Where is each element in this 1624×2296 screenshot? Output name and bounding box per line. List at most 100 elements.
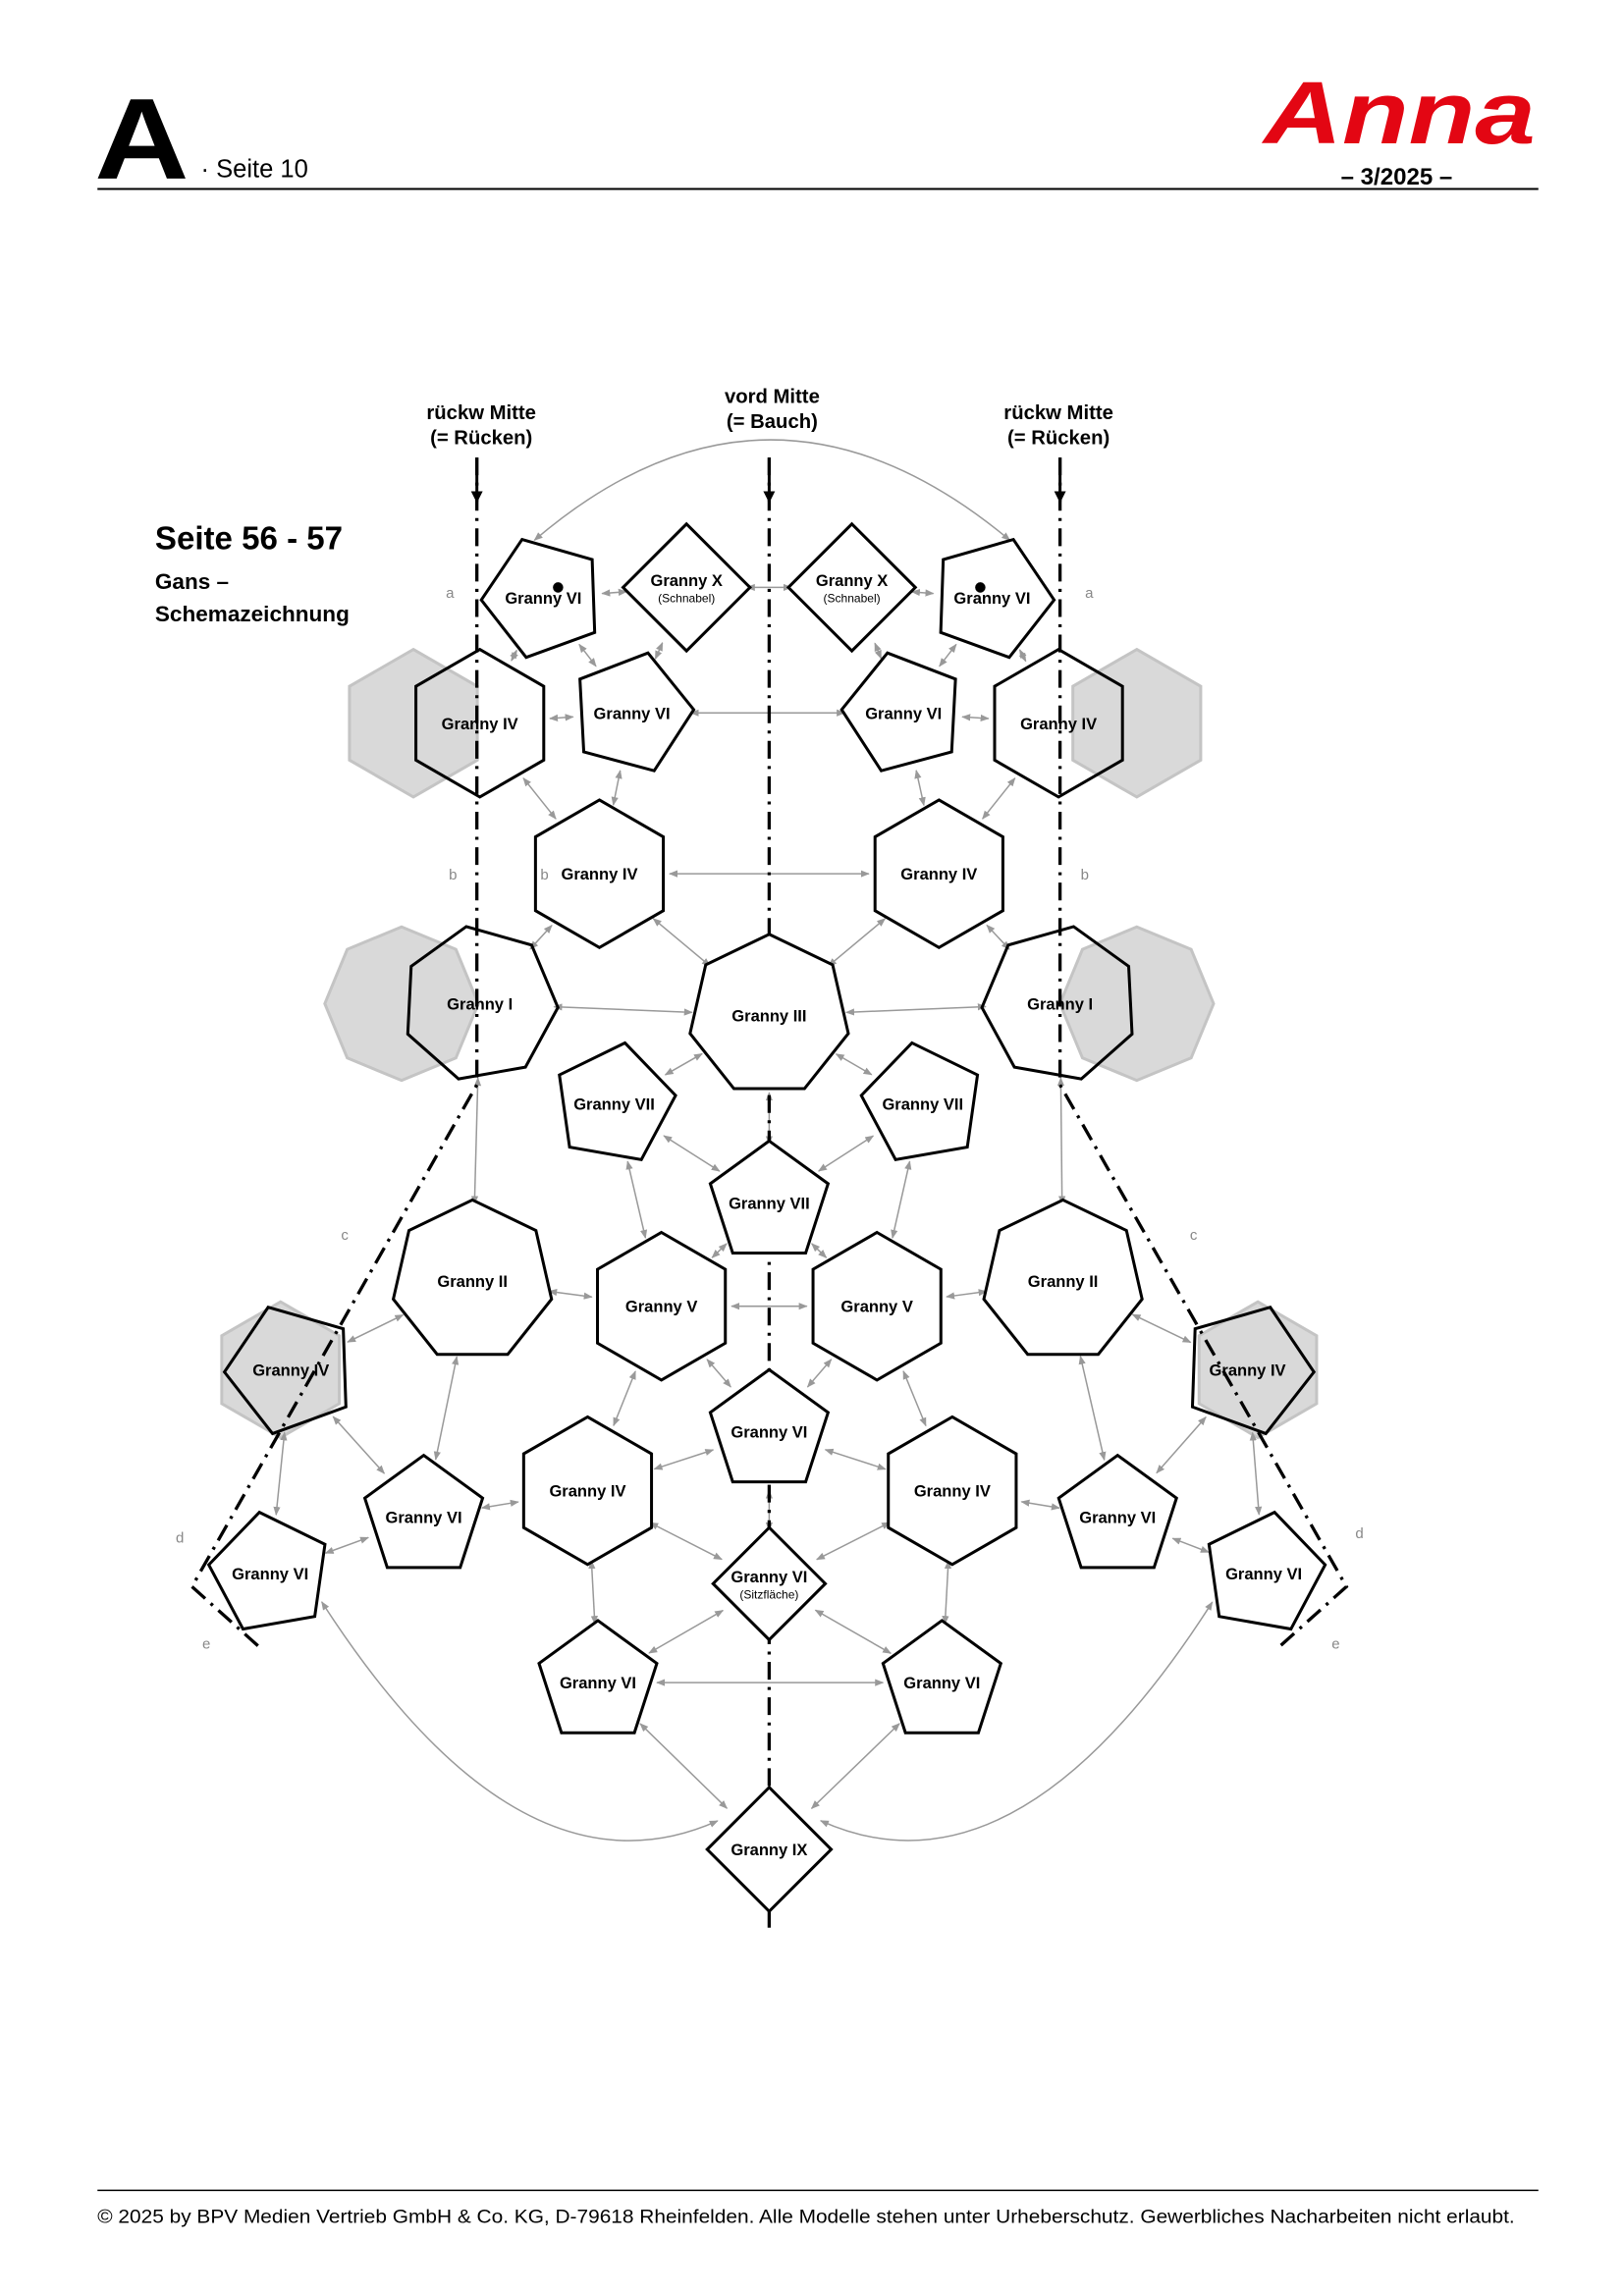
granny-square-node: Granny VI [708, 1367, 831, 1484]
marker-b: b [540, 867, 548, 883]
node-sublabel: (Schnabel) [824, 591, 881, 605]
granny-square-node: Granny VI [206, 1510, 327, 1631]
connector-arrow [1056, 1077, 1066, 1205]
granny-square-node: Granny V [811, 1230, 943, 1382]
node-label: Granny IV [561, 865, 637, 883]
connector-arrow [611, 770, 623, 806]
connector-arrow [835, 1053, 873, 1076]
shadow-shape [1071, 647, 1203, 799]
connector-arrow [1156, 1415, 1207, 1474]
node-label: Granny VI [560, 1674, 636, 1692]
connector-arrow [664, 1052, 703, 1076]
connector-arrow [942, 1560, 952, 1626]
node-label: Granny VI [232, 1565, 308, 1583]
connector-arrow [652, 918, 711, 967]
node-shape [206, 1510, 327, 1631]
connector-arrow [639, 1723, 729, 1809]
center-guide-line [1057, 457, 1349, 1652]
connector-arrow [653, 1449, 715, 1470]
node-shape [537, 1619, 659, 1735]
connector-arrow [347, 1313, 405, 1343]
marker-c: c [341, 1227, 349, 1244]
axis-center-l1: vord Mitte [725, 386, 820, 407]
connector-arrow [273, 1431, 288, 1517]
connector-arrow [654, 641, 664, 661]
node-label: Granny VI [386, 1509, 462, 1527]
node-shape [558, 1041, 677, 1162]
axis-right-l2: (= Rücken) [1007, 428, 1110, 450]
node-shape [1190, 1305, 1317, 1436]
connector-arrow [588, 1560, 598, 1626]
node-label: Granny IV [900, 865, 977, 883]
granny-square-node: Granny VI [1056, 1453, 1179, 1570]
connector-arrow [324, 1536, 370, 1554]
node-label: Granny VI [594, 704, 671, 722]
granny-square-node: Granny IV [873, 798, 1004, 950]
node-label: Granny VII [882, 1095, 963, 1114]
connector-arrow [663, 1135, 721, 1172]
connector-arrow [910, 588, 935, 597]
connector-arrow [816, 1522, 892, 1561]
connector-arrow [549, 714, 574, 721]
node-label: Granny IV [442, 715, 518, 733]
connector-arrow [480, 1499, 519, 1511]
node-sublabel: (Schnabel) [658, 591, 715, 605]
node-shape [688, 933, 850, 1091]
title-sub2: Schemazeichnung [155, 602, 350, 626]
node-shape [980, 925, 1134, 1081]
connector-arrow [470, 1077, 482, 1205]
node-label: Granny X [650, 571, 722, 590]
connector-arrow [819, 1601, 1214, 1842]
granny-square-node: Granny I [980, 925, 1134, 1081]
granny-square-node: Granny VII [859, 1041, 980, 1162]
axis-center-l2: (= Bauch) [727, 411, 818, 433]
granny-square-node: Granny VII [558, 1041, 677, 1162]
granny-square-node: Granny VI [1207, 1510, 1327, 1631]
granny-square-node: Granny X(Schnabel) [785, 521, 918, 654]
connector-arrow [1171, 1537, 1210, 1554]
node-label: Granny IV [549, 1482, 625, 1501]
connector-arrow [827, 918, 887, 967]
granny-square-node: Granny IV [414, 647, 546, 799]
node-shape [521, 1415, 654, 1567]
connector-arrow [522, 776, 557, 820]
connector-arrow [578, 643, 597, 667]
granny-square-node: Granny VII [708, 1139, 831, 1255]
marker-a: a [1085, 585, 1094, 602]
axis-left-l2: (= Rücken) [430, 428, 532, 450]
node-label: Granny IX [731, 1841, 807, 1859]
marker-a: a [446, 585, 455, 602]
granny-square-node: Granny VI [881, 1619, 1003, 1735]
connector-arrow [1249, 1431, 1263, 1516]
marker-e: e [1331, 1636, 1339, 1653]
granny-square-node: Granny IX [705, 1785, 834, 1914]
granny-square-node: Granny V [596, 1230, 728, 1382]
issue-number: – 3/2025 – [1341, 164, 1453, 190]
node-shape [811, 1230, 943, 1382]
connector-arrow [625, 1160, 648, 1239]
node-label: Granny VI [731, 1568, 807, 1586]
marker-e: e [202, 1636, 210, 1653]
granny-square-node: Granny VI [839, 651, 957, 773]
node-label: Granny X [816, 571, 888, 590]
shadow-shape [323, 925, 480, 1083]
granny-square-node: Granny IV [533, 798, 666, 950]
node-shape [982, 1198, 1144, 1357]
marker-b: b [449, 867, 457, 883]
granny-square-node: Granny X(Schnabel) [621, 521, 752, 654]
granny-square-node: Granny II [391, 1198, 554, 1357]
connector-arrow [553, 1003, 693, 1016]
node-shape [785, 521, 918, 654]
node-shape [391, 1198, 554, 1357]
connector-arrow [818, 1135, 875, 1172]
granny-square-node: Granny VI [362, 1453, 485, 1570]
node-label: Granny VI [953, 589, 1030, 608]
connector-arrow [1078, 1355, 1107, 1462]
node-label: Granny VI [505, 589, 581, 608]
connector-arrow [433, 1356, 460, 1461]
granny-square-node: Granny IV [1190, 1305, 1317, 1436]
node-label: Granny III [731, 1006, 806, 1025]
connector-arrow [1020, 1499, 1060, 1511]
node-label: Granny VI [903, 1674, 980, 1692]
